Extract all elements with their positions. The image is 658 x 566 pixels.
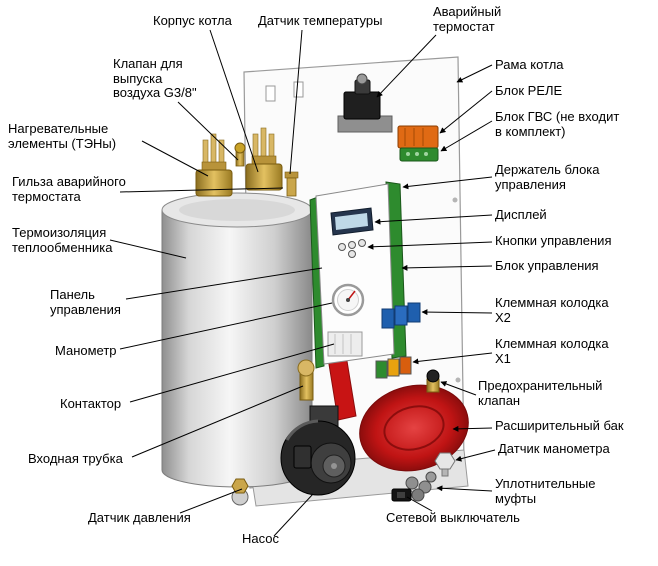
control-button [338, 243, 346, 251]
label-thermostat-sleeve: Гильза аварийного термостата [12, 174, 126, 204]
control-unit [309, 181, 407, 369]
label-control-unit: Блок управления [495, 258, 599, 273]
expansion-tank [359, 384, 469, 472]
label-control-panel: Панель управления [50, 287, 121, 317]
label-boiler-body: Корпус котла [153, 13, 232, 28]
label-safety-thermostat: Аварийный термостат [433, 4, 502, 34]
label-relay-block: Блок РЕЛЕ [495, 83, 563, 98]
control-button [358, 239, 366, 247]
label-terminal-x1: Клеммная колодка Х1 [495, 336, 609, 366]
label-thermal-insulation: Термоизоляция теплообменника [12, 225, 113, 255]
air-valve [234, 142, 246, 167]
pump [280, 405, 356, 496]
label-sealing-glands: Уплотнительные муфты [495, 476, 596, 506]
label-terminal-x2: Клеммная колодка Х2 [495, 295, 609, 325]
label-safety-valve: Предохранительный клапан [478, 378, 603, 408]
power-switch [391, 488, 412, 502]
label-manometer: Манометр [55, 343, 117, 358]
label-dhw-block: Блок ГВС (не входит в комплект) [495, 109, 620, 139]
label-display: Дисплей [495, 207, 547, 222]
thermostat-sleeve [284, 171, 299, 197]
relay-block [397, 125, 439, 149]
sealing-glands [405, 471, 437, 502]
label-expansion-tank: Расширительный бак [495, 418, 624, 433]
label-manometer-sensor: Датчик манометра [498, 441, 610, 456]
terminal-block-x2 [381, 302, 421, 329]
label-power-switch: Сетевой выключатель [386, 510, 520, 525]
pressure-sensor [231, 478, 249, 494]
manometer-sensor [434, 452, 456, 477]
label-pump: Насос [242, 531, 279, 546]
label-control-buttons: Кнопки управления [495, 233, 612, 248]
leader-lines [109, 29, 496, 537]
dhw-block [399, 147, 439, 162]
label-inlet-pipe: Входная трубка [28, 451, 123, 466]
terminal-block-x1 [375, 356, 412, 379]
safety-thermostat [337, 73, 393, 133]
label-control-unit-holder: Держатель блока управления [495, 162, 600, 192]
label-temperature-sensor: Датчик температуры [258, 13, 383, 28]
label-air-valve: Клапан для выпуска воздуха G3/8" [113, 56, 197, 101]
control-button [348, 250, 356, 258]
heat-exchanger-tank [161, 192, 313, 488]
label-heating-elements: Нагревательные элементы (ТЭНы) [8, 121, 117, 151]
label-boiler-frame: Рама котла [495, 57, 564, 72]
control-button [348, 241, 356, 249]
label-contactor: Контактор [60, 396, 122, 411]
label-pressure-sensor: Датчик давления [88, 510, 191, 525]
inlet-pipe [297, 359, 315, 401]
safety-valve [426, 369, 440, 393]
